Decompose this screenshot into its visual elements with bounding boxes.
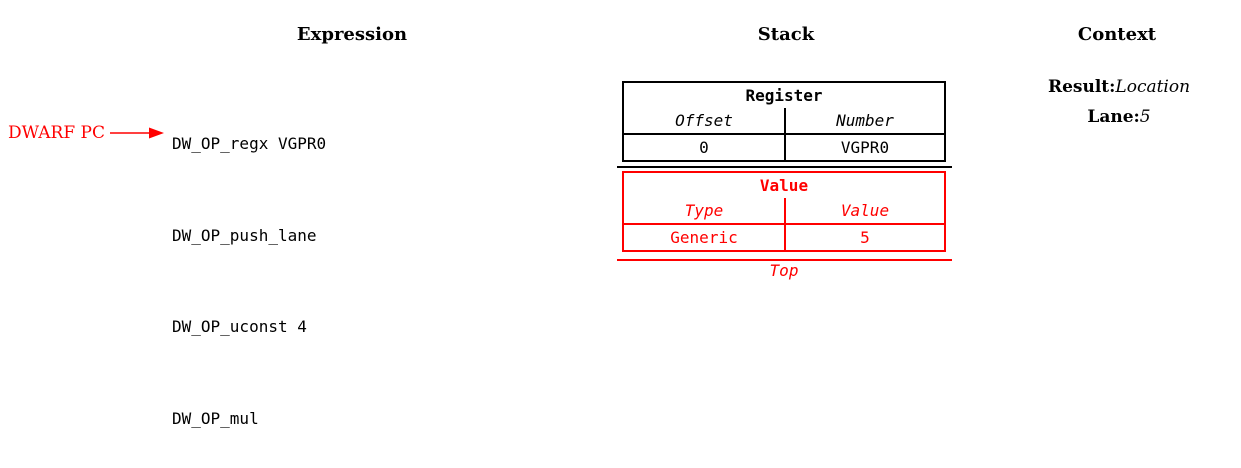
result-value: Location xyxy=(1115,77,1191,97)
expression-op-list: DW_OP_regx VGPR0 DW_OP_push_lane DW_OP_u… xyxy=(172,68,326,468)
stack-top-label: Top xyxy=(769,261,799,280)
expression-op: DW_OP_uconst 4 xyxy=(172,317,307,336)
value-type-value: Generic xyxy=(670,228,738,247)
lane-value: 5 xyxy=(1139,107,1151,127)
register-table-title: Register xyxy=(745,86,823,105)
dwarf-pc-arrow-icon xyxy=(110,127,164,139)
value-type-header: Type xyxy=(624,198,784,225)
stack-column-title: Stack xyxy=(757,24,815,45)
value-value-header: Value xyxy=(784,198,944,225)
expression-op: DW_OP_regx VGPR0 xyxy=(172,134,327,153)
lane-label: Lane: xyxy=(1087,107,1140,127)
value-table-title: Value xyxy=(759,176,809,195)
register-number-header: Number xyxy=(784,108,944,135)
value-entry-base-line xyxy=(617,259,952,261)
context-lane-line: Lane:5 xyxy=(1087,107,1150,127)
context-result-line: Result:Location xyxy=(1048,77,1190,97)
expression-column-title: Expression xyxy=(296,24,408,45)
stack-entry-register-table: Register Offset Number 0 VGPR0 xyxy=(622,81,946,162)
result-label: Result: xyxy=(1047,77,1116,97)
expression-op: DW_OP_push_lane xyxy=(172,225,317,245)
value-value-value: 5 xyxy=(784,225,944,250)
expression-op: DW_OP_mul xyxy=(172,408,259,428)
register-offset-value: 0 xyxy=(699,138,709,157)
register-entry-base-line xyxy=(617,166,952,168)
dwarf-pc-label: DWARF PC xyxy=(8,123,105,143)
stack-entry-value-table: Value Type Value Generic 5 xyxy=(622,171,946,252)
register-number-value: VGPR0 xyxy=(784,135,944,160)
context-column-title: Context xyxy=(1077,24,1157,45)
register-offset-header: Offset xyxy=(624,108,784,135)
